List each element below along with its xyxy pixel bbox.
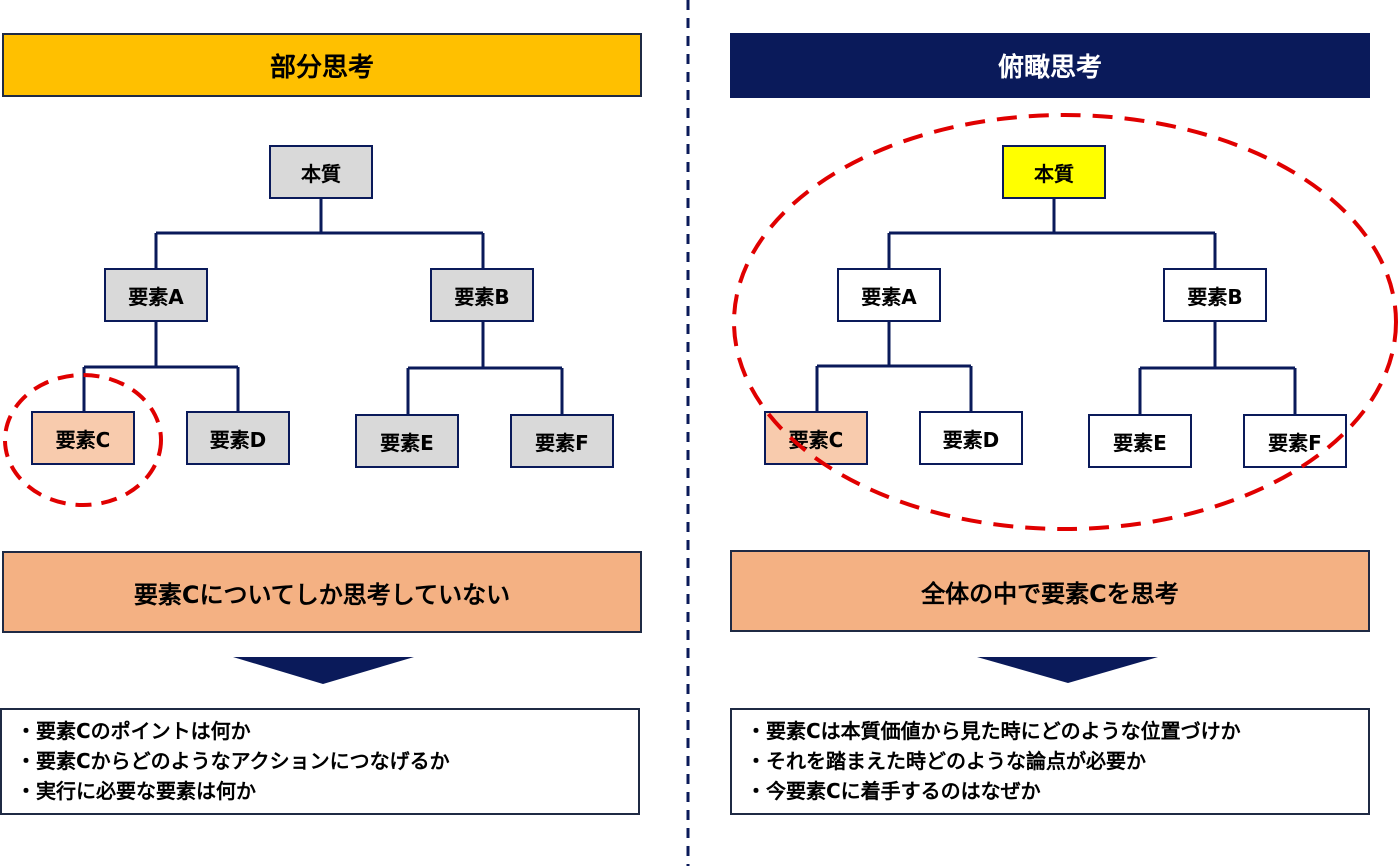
left-header: 部分思考 (2, 33, 642, 97)
right-node-a: 要素A (837, 268, 941, 322)
left-tree-connectors (82, 198, 564, 415)
right-node-e: 要素E (1088, 414, 1192, 468)
right-node-d: 要素D (919, 411, 1023, 465)
right-node-b: 要素B (1163, 268, 1267, 322)
right-summary: 全体の中で要素Cを思考 (730, 550, 1370, 632)
left-down-arrow (233, 657, 414, 684)
left-node-a: 要素A (104, 268, 208, 322)
left-node-root: 本質 (269, 145, 373, 199)
left-node-e: 要素E (355, 414, 459, 468)
left-summary: 要素Cについてしか思考していない (2, 551, 642, 633)
right-bullet-1: ・要素Cは本質価値から見た時にどのような位置づけか (746, 719, 1241, 743)
left-bullet-1: ・要素Cのポイントは何か (16, 719, 251, 743)
right-bullet-box: ・要素Cは本質価値から見た時にどのような位置づけか ・それを踏まえた時どのような… (730, 708, 1370, 815)
right-down-arrow (977, 657, 1158, 683)
right-bullet-3: ・今要素Cに着手するのはなぜか (746, 779, 1041, 803)
right-node-f: 要素F (1243, 414, 1347, 468)
left-bullet-3: ・実行に必要な要素は何か (16, 779, 256, 803)
left-node-b: 要素B (430, 268, 534, 322)
left-bullet-2: ・要素Cからどのようなアクションにつなげるか (16, 749, 450, 773)
right-header: 俯瞰思考 (730, 33, 1370, 98)
left-node-f: 要素F (510, 414, 614, 468)
right-bullet-2: ・それを踏まえた時どのような論点が必要か (746, 749, 1146, 773)
left-node-c: 要素C (31, 411, 135, 465)
left-bullet-box: ・要素Cのポイントは何か ・要素Cからどのようなアクションにつなげるか ・実行に… (0, 708, 640, 815)
right-node-root: 本質 (1002, 145, 1106, 199)
left-node-d: 要素D (186, 411, 290, 465)
right-node-c: 要素C (764, 411, 868, 465)
